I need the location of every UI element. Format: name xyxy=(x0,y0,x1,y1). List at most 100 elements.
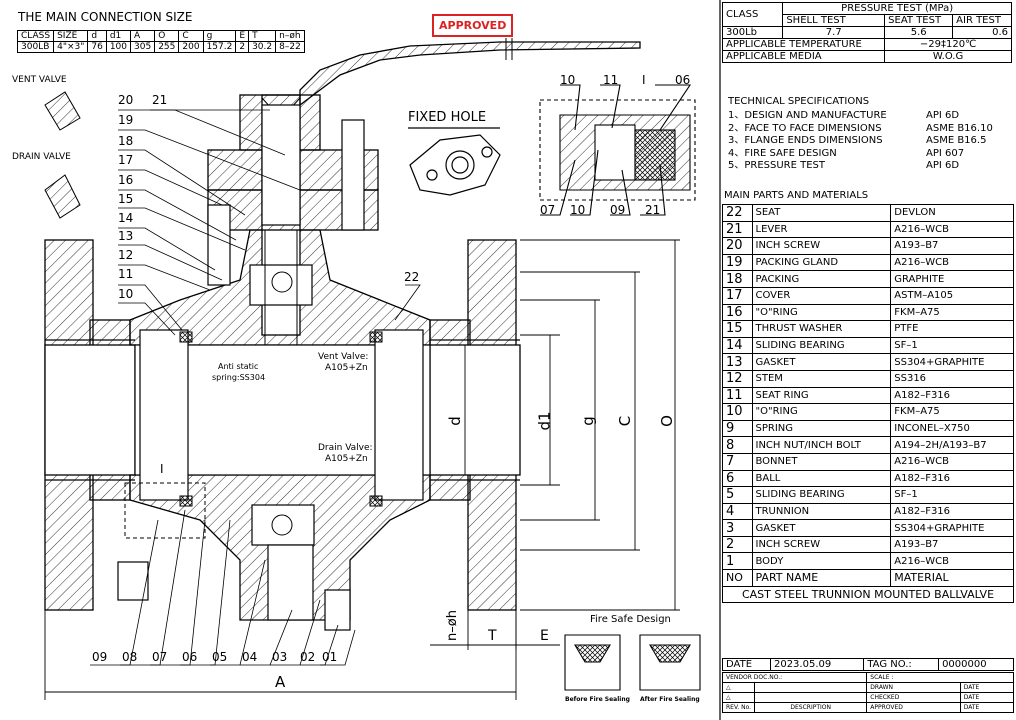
dim-label: O xyxy=(657,415,676,427)
table-cell: ASTM–A105 xyxy=(890,286,1014,305)
approved-stamp: APPROVED xyxy=(432,14,514,37)
table-cell: 12 xyxy=(722,369,753,388)
table-cell: 1 xyxy=(722,552,753,571)
table-cell: −29‡120℃ xyxy=(884,38,1012,51)
right-flange xyxy=(429,239,521,611)
table-cell: DATE xyxy=(959,692,1015,703)
connection-size-table: CLASS SIZE d d1 A O C g E T n–øh 300LB 4… xyxy=(16,30,305,53)
table-cell: TRUNNION xyxy=(751,502,892,521)
table-cell: g xyxy=(202,30,237,42)
table-cell: DESCRIPTION xyxy=(754,702,868,713)
callout: 10 xyxy=(118,287,134,301)
table-cell: BODY xyxy=(751,552,892,571)
title-block-top: DATE 2023.05.09 TAG NO.: 0000000 xyxy=(722,658,1014,671)
table-cell: SS316 xyxy=(890,369,1014,388)
dim-label: d xyxy=(445,416,464,426)
table-row: DATE 2023.05.09 TAG NO.: 0000000 xyxy=(722,658,1014,671)
table-cell: DEVLON xyxy=(890,204,1014,222)
table-cell: d1 xyxy=(105,30,132,42)
table-cell: 14 xyxy=(722,336,753,355)
table-cell: 7 xyxy=(722,452,753,471)
table-cell: INCONEL–X750 xyxy=(890,419,1014,438)
table-cell: n–øh xyxy=(275,30,305,42)
table-cell: 16 xyxy=(722,303,753,322)
note-text: Drain Valve: xyxy=(318,443,373,453)
callout: 18 xyxy=(118,134,134,148)
callout: 17 xyxy=(118,153,134,167)
table-row: APPLICABLE MEDIA W.O.G xyxy=(721,50,1012,63)
table-cell: INCH SCREW xyxy=(751,237,892,255)
table-cell: A193–B7 xyxy=(890,535,1014,554)
table-row: SHELL TEST SEAT TEST AIR TEST xyxy=(723,14,1012,27)
table-cell: PACKING xyxy=(751,270,892,288)
table-row: APPLICABLE TEMPERATURE −29‡120℃ xyxy=(721,38,1012,51)
callout: 21 xyxy=(152,93,168,107)
table-cell: SPRING xyxy=(751,419,892,438)
callout: 01 xyxy=(322,650,338,664)
table-cell: SF–1 xyxy=(890,336,1014,355)
table-cell: 9 xyxy=(722,419,753,438)
table-cell: A216–WCB xyxy=(890,452,1014,471)
table-cell: A216–WCB xyxy=(890,253,1014,272)
callout: 03 xyxy=(272,650,288,664)
callout: 20 xyxy=(118,93,134,107)
dim-label: E xyxy=(540,628,549,644)
table-cell: 10 xyxy=(722,403,753,421)
table-cell: APPLICABLE TEMPERATURE xyxy=(721,38,886,51)
table-cell: PTFE xyxy=(890,320,1014,338)
table-cell: 5 xyxy=(722,486,753,504)
table-cell: APPROVED xyxy=(866,702,961,713)
table-cell: 300Lb xyxy=(721,26,784,39)
dim-label: T xyxy=(488,628,497,644)
table-cell: 8–22 xyxy=(275,41,305,53)
table-cell: SIZE xyxy=(53,30,89,42)
table-cell: 19 xyxy=(722,253,753,272)
table-cell: APPLICABLE MEDIA xyxy=(721,50,886,63)
table-cell: AIR TEST xyxy=(952,14,1012,27)
table-cell: 18 xyxy=(722,270,753,288)
table-cell: FKM–A75 xyxy=(890,403,1014,421)
fire-safe-title: Fire Safe Design xyxy=(590,614,671,625)
callout: 11 xyxy=(603,73,619,87)
table-cell: 17 xyxy=(722,286,753,305)
table-cell: 30.2 xyxy=(248,41,277,53)
callout: 07 xyxy=(152,650,168,664)
callout: 07 xyxy=(540,203,556,217)
table-cell: 8 xyxy=(722,436,753,454)
table-cell: SEAT RING xyxy=(751,386,892,405)
table-cell: MATERIAL xyxy=(890,569,1014,587)
table-cell: 0000000 xyxy=(938,658,1014,671)
table-cell: GRAPHITE xyxy=(890,270,1014,288)
table-cell: DRAWN xyxy=(866,682,961,693)
callout: 19 xyxy=(118,113,134,127)
note-text: Anti static xyxy=(218,362,259,371)
table-cell: O xyxy=(154,30,180,42)
warning-icon: △ xyxy=(721,692,756,703)
table-cell: 11 xyxy=(722,386,753,405)
table-cell: T xyxy=(248,30,277,42)
table-cell: SS304+GRAPHITE xyxy=(890,519,1014,537)
table-cell: A182–F316 xyxy=(890,469,1014,488)
fixed-hole-label: FIXED HOLE xyxy=(408,110,487,125)
table-cell: "O"RING xyxy=(751,403,892,421)
table-cell: 200 xyxy=(178,41,204,53)
table-cell: W.O.G xyxy=(884,50,1012,63)
table-cell: BALL xyxy=(751,469,892,488)
table-cell: CLASS xyxy=(16,30,55,42)
